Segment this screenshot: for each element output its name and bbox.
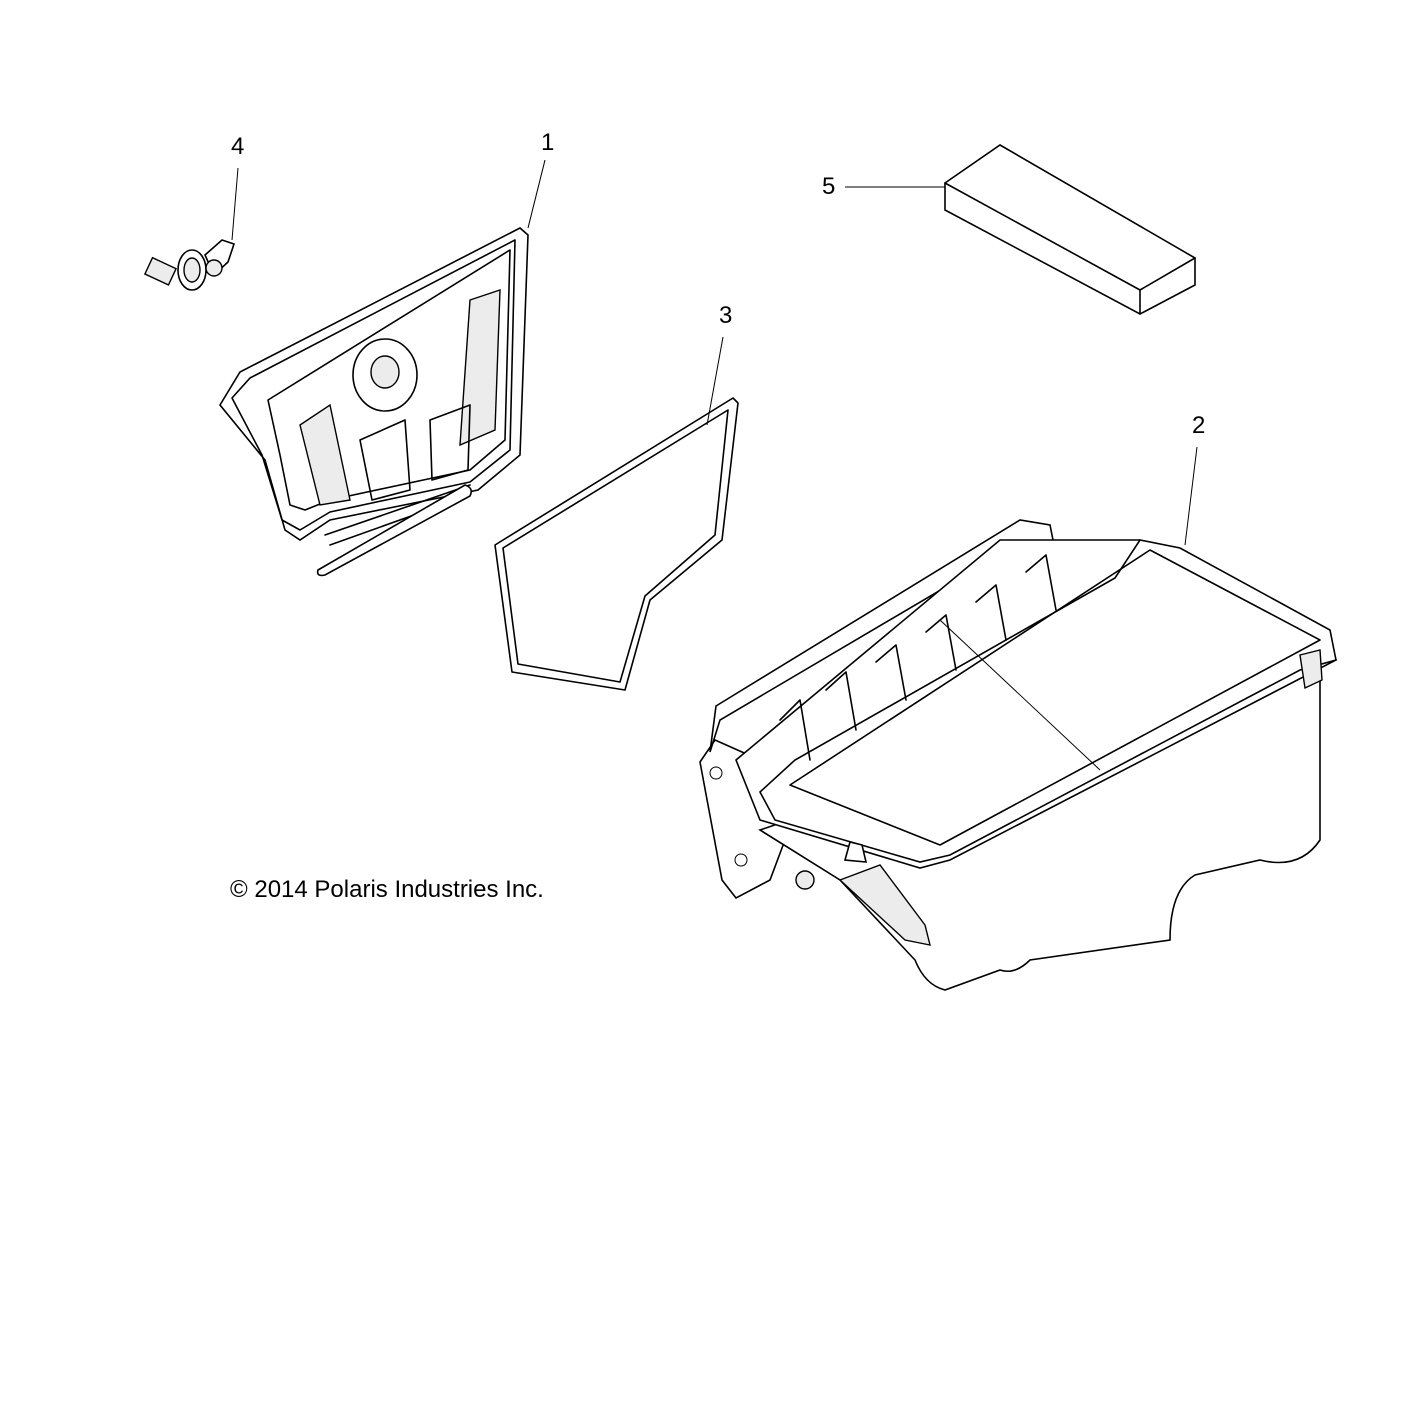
leader-line-1: [527, 159, 546, 229]
leader-line-3: [706, 336, 724, 426]
callout-5: 5: [822, 173, 836, 200]
part-3-gasket-seal[interactable]: [494, 397, 739, 691]
leader-line-4: [231, 167, 239, 241]
callout-1: 1: [541, 129, 555, 156]
callout-4: 4: [231, 133, 245, 160]
part-2-airbox-housing[interactable]: [699, 519, 1337, 991]
leader-lines: [231, 159, 1198, 546]
leader-line-2: [1184, 446, 1198, 546]
part-5-filter-element[interactable]: [944, 144, 1196, 315]
part-1-airbox-cover[interactable]: [219, 227, 529, 577]
housing-ribs: [779, 554, 1057, 761]
copyright-notice: © 2014 Polaris Industries Inc.: [230, 876, 544, 903]
part-4-drain-valve[interactable]: [143, 239, 236, 291]
callout-2: 2: [1192, 412, 1206, 439]
callout-3: 3: [719, 302, 733, 329]
